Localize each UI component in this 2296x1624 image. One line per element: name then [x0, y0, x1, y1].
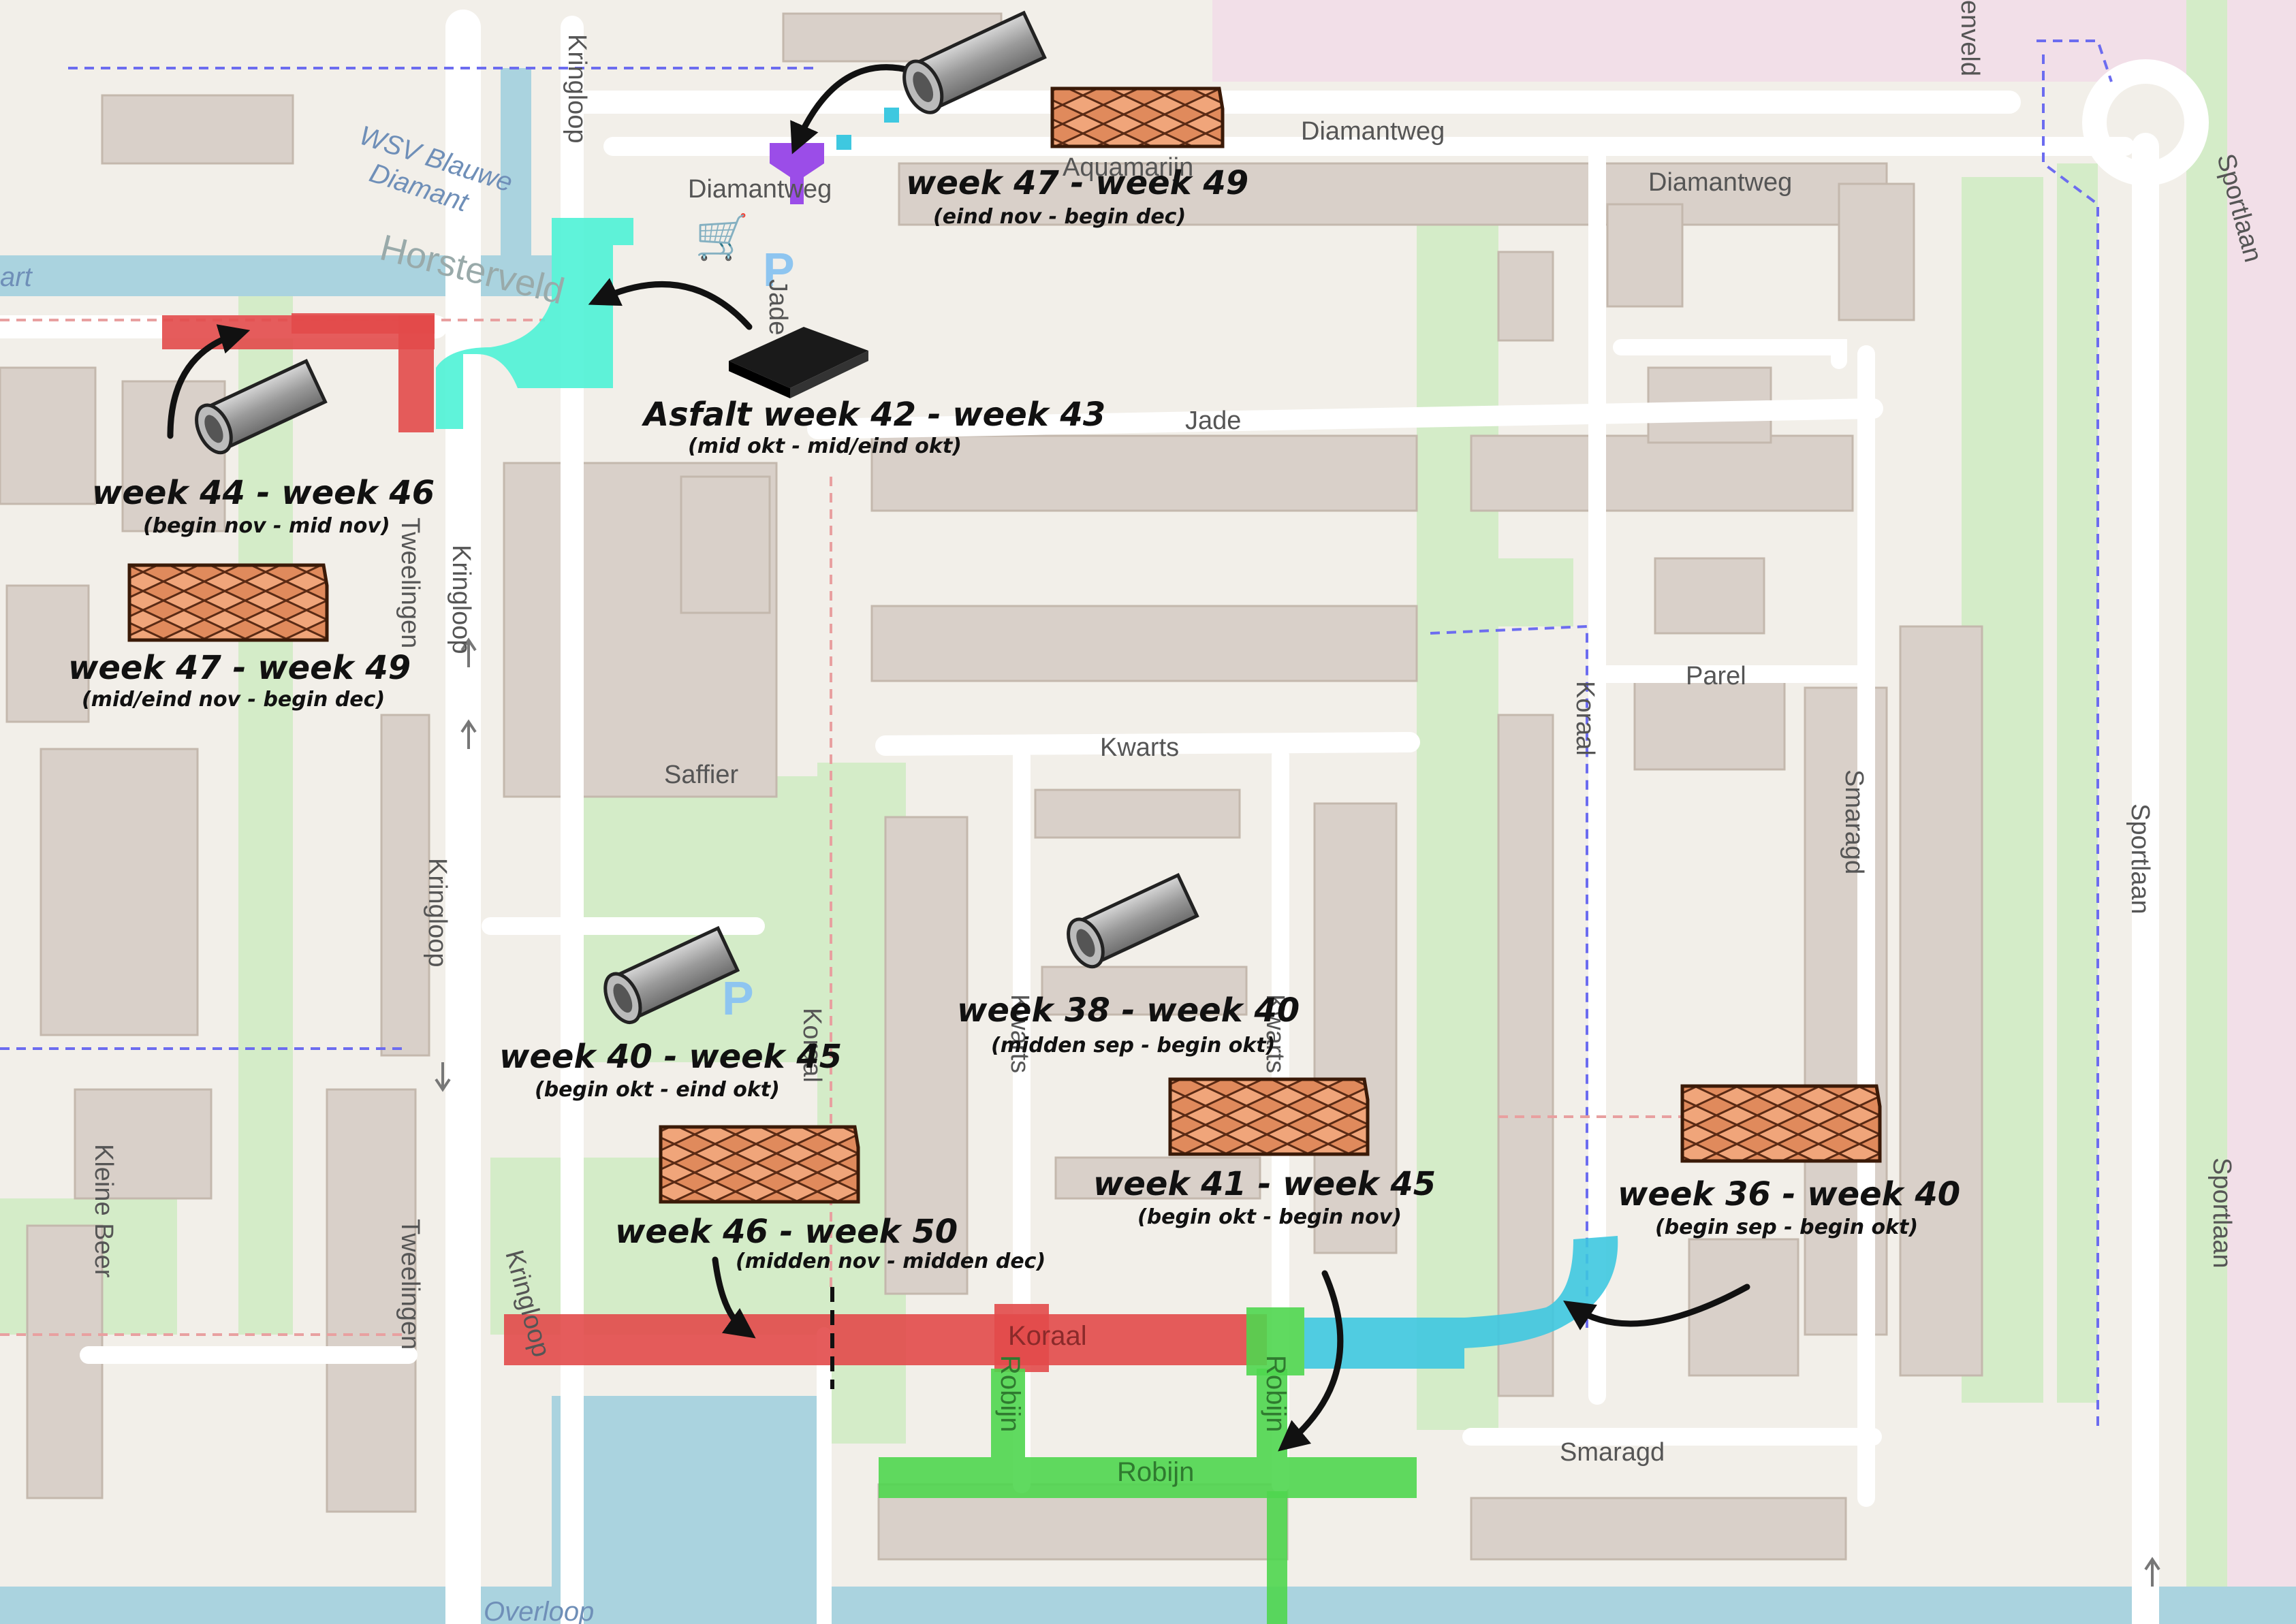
parking-icon: P [763, 243, 795, 296]
pipe-icon [195, 358, 328, 455]
parking-icon: P [722, 972, 754, 1025]
asphalt-slab-icon [729, 327, 868, 398]
phase-title: week 38 - week 40 [957, 991, 1300, 1030]
street-label-koraal: Koraal [798, 1008, 826, 1083]
street-label-diamantweg: Diamantweg [688, 175, 832, 204]
phase-title: week 41 - week 45 [1093, 1165, 1436, 1203]
zone-red-koraal [504, 1304, 1267, 1372]
phase-subtitle: (begin okt - begin nov) [1137, 1205, 1402, 1229]
street-label-robijn: Robijn [1261, 1355, 1291, 1432]
phase-subtitle: (mid/eind nov - begin dec) [82, 688, 385, 712]
zone-teal [436, 218, 633, 429]
street-label-kwarts: Kwarts [1005, 994, 1034, 1073]
pipe-icon [902, 10, 1047, 114]
street-label-kringloop: Kringloop [447, 545, 475, 654]
phase-title: Asfalt week 42 - week 43 [641, 396, 1105, 434]
paving-stones-icon [659, 1125, 860, 1204]
paving-stones-icon [127, 563, 329, 642]
street-label-smaragd: Smaragd [1560, 1438, 1665, 1467]
phase-subtitle: (begin okt - eind okt) [535, 1078, 780, 1102]
one-way-arrow-icon [2144, 1557, 2160, 1587]
phase-subtitle: (eind nov - begin dec) [933, 205, 1186, 229]
street-label-sportlaan: Sportlaan [2207, 1158, 2236, 1269]
phase-title: week 40 - week 45 [499, 1038, 842, 1076]
paving-stones-icon [1680, 1084, 1882, 1163]
residential-zone-right [2227, 82, 2296, 1624]
street-label-koraal: Koraal [1571, 681, 1599, 756]
phase-subtitle: (begin nov - mid nov) [143, 514, 390, 538]
water-label-overloop: Overloop [484, 1597, 594, 1624]
zone-cyan-koraal [1304, 1236, 1618, 1369]
street-label-kleine-beer: Kleine Beer [89, 1144, 118, 1278]
street-label-jade: Jade [1185, 407, 1241, 435]
street-label-tweelingen: Tweelingen [396, 1219, 424, 1350]
zone-cyan-marker [836, 135, 851, 150]
zone-purple [770, 143, 824, 204]
street-label-sportlaan: Sportlaan [2126, 803, 2154, 914]
shopping-cart-icon: 🛒 [695, 212, 749, 263]
street-label-smaragd: Smaragd [1840, 769, 1868, 874]
phase-title: week 46 - week 50 [615, 1213, 958, 1251]
street-label-kringloop: Kringloop [563, 34, 591, 144]
place-label-horsterveld-partial: enveld [1955, 0, 1984, 76]
street-label-kringloop: Kringloop [423, 858, 452, 968]
phase-subtitle: (begin sep - begin okt) [1655, 1215, 1918, 1239]
phase-title: week 47 - week 49 [68, 649, 411, 687]
one-way-arrow-icon [460, 719, 477, 749]
paving-stones-icon [1050, 86, 1225, 148]
street-label-jade: Jade [764, 279, 792, 335]
street-label-saffier: Saffier [664, 761, 738, 789]
street-label-diamantweg: Diamantweg [1301, 117, 1445, 146]
phase-subtitle: (mid okt - mid/eind okt) [688, 434, 962, 458]
paving-stones-icon [1168, 1077, 1370, 1156]
roundabout [2082, 59, 2209, 186]
zone-cyan-marker [884, 108, 899, 123]
street-label-parel: Parel [1686, 662, 1746, 690]
pipe-icon [603, 925, 740, 1024]
phase-title: week 44 - week 46 [92, 474, 435, 512]
street-label-robijn: Robijn [995, 1355, 1025, 1432]
street-label-diamantweg: Diamantweg [1648, 168, 1792, 197]
phase-title: week 36 - week 40 [1618, 1175, 1960, 1213]
street-label-aquamarijn: Aquamarijn [1063, 153, 1193, 182]
phase-title: week 47 - week 49 [906, 164, 1248, 202]
pipe-icon [1067, 872, 1199, 969]
street-label-kwarts: Kwarts [1261, 994, 1289, 1073]
roads [0, 10, 2159, 1624]
phase-subtitle: (midden sep - begin okt) [991, 1034, 1275, 1057]
street-label-koraal: Koraal [1008, 1321, 1087, 1351]
street-label-kwarts: Kwarts [1100, 733, 1179, 762]
street-label-robijn: Robijn [1117, 1457, 1194, 1487]
zone-red-top [162, 313, 435, 432]
one-way-arrow-icon [460, 637, 477, 667]
phase-subtitle: (midden nov - midden dec) [736, 1249, 1045, 1273]
one-way-arrow-icon [435, 1062, 451, 1092]
water-label-vaart: art [0, 262, 33, 292]
street-label-tweelingen: Tweelingen [396, 518, 424, 648]
arrows [167, 64, 1750, 1452]
boundary-lines [0, 39, 2113, 1430]
